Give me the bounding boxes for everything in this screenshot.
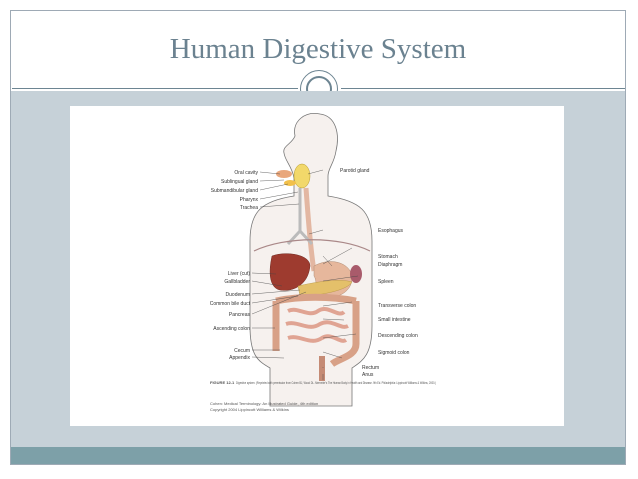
label-cecum: Cecum [234, 348, 250, 354]
label-submandibular-gland: Submandibular gland [211, 188, 258, 194]
label-spleen: Spleen [378, 279, 394, 285]
label-parotid-gland: Parotid gland [340, 168, 370, 174]
label-common-bile-duct: Common bile duct [210, 301, 251, 307]
slide-title: Human Digestive System [169, 33, 467, 65]
label-descending-colon: Descending colon [378, 333, 418, 339]
figure-caption: Digestive system. (Reprinted with permis… [236, 380, 436, 385]
label-stomach: Stomach [378, 254, 398, 260]
esophagus [303, 187, 317, 272]
label-ascending-colon: Ascending colon [213, 326, 250, 332]
figure-credit-line-2: Copyright 2004 Lippincott Williams & Wil… [210, 407, 289, 412]
small-intestine [285, 307, 349, 343]
figure-credit-line-1: Cohen: Medical Terminology: An Illustrat… [210, 401, 318, 406]
label-esophagus: Esophagus [378, 228, 404, 234]
spleen [350, 265, 362, 283]
label-pancreas: Pancreas [229, 312, 251, 318]
title-divider-left [12, 88, 298, 89]
leader-lines [251, 169, 359, 380]
label-trachea: Trachea [240, 205, 258, 211]
label-transverse-colon: Transverse colon [378, 303, 416, 309]
digestive-system-illustration: Oral cavity Sublingual gland Submandibul… [210, 113, 436, 412]
diaphragm [253, 239, 371, 252]
label-sigmoid-colon: Sigmoid colon [378, 350, 410, 356]
descending-colon [329, 301, 360, 367]
digestive-system-figure: Oral cavity Sublingual gland Submandibul… [70, 106, 564, 426]
label-gallbladder: Gallbladder [224, 279, 250, 285]
oral-cavity [276, 170, 292, 178]
trachea [286, 188, 314, 246]
label-small-intestine: Small intestine [378, 317, 411, 323]
label-appendix: Appendix [229, 355, 250, 361]
parotid-gland [293, 163, 311, 189]
label-liver: Liver (cut) [228, 271, 251, 277]
label-anus: Anus [362, 372, 374, 378]
title-divider-right [341, 88, 625, 89]
label-diaphragm: Diaphragm [378, 262, 402, 268]
submandibular-gland [284, 180, 296, 186]
label-pharynx: Pharynx [240, 197, 259, 203]
label-oral-cavity: Oral cavity [234, 170, 258, 176]
figure-caption-number: FIGURE 12-1 [210, 380, 235, 385]
label-rectum: Rectum [362, 365, 379, 371]
transverse-colon [275, 293, 357, 305]
label-duodenum: Duodenum [226, 292, 250, 298]
label-sublingual-gland: Sublingual gland [221, 179, 258, 185]
footer-bar [11, 447, 625, 464]
